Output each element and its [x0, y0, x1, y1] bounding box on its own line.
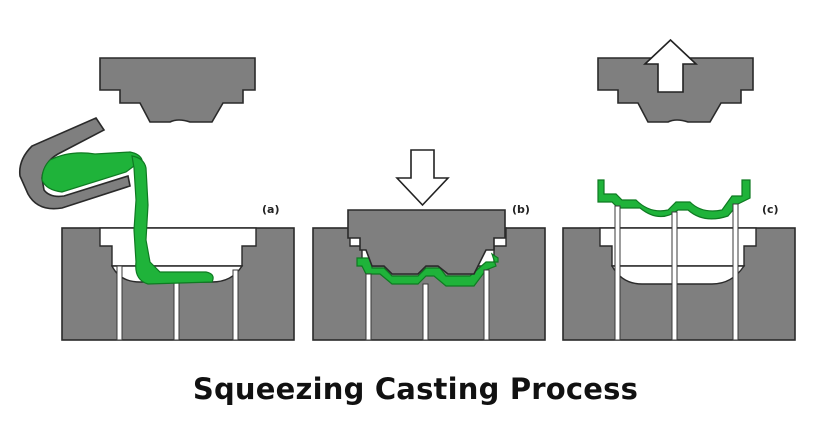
ejected-casting-c — [597, 179, 751, 220]
die-cavity-a — [99, 227, 257, 267]
molten-metal-stream — [131, 155, 214, 285]
step-c-ejection: (c) — [562, 38, 796, 341]
step-label-a: (a) — [262, 203, 279, 216]
ejector-pin — [116, 265, 123, 341]
ejector-pin — [483, 269, 490, 341]
squeezed-casting-b — [356, 252, 499, 287]
diagram-caption: Squeezing Casting Process — [192, 372, 639, 406]
ejector-pin — [614, 205, 621, 341]
ejector-pin — [173, 281, 180, 341]
ejector-pin — [232, 269, 239, 341]
arrow-up-icon — [642, 38, 699, 93]
cavity-bottom-c — [610, 265, 746, 285]
ejector-pin — [365, 273, 372, 341]
ejector-pin — [732, 203, 739, 341]
step-b-squeezing: (b) — [312, 149, 546, 341]
ejector-pin — [671, 211, 678, 341]
upper-die-b — [347, 209, 506, 275]
step-label-c: (c) — [762, 203, 779, 216]
step-label-b: (b) — [512, 203, 530, 216]
step-a-pouring: (a) — [18, 57, 295, 341]
ejector-pin — [422, 283, 429, 341]
upper-die-a — [99, 57, 256, 123]
arrow-down-icon — [395, 149, 450, 207]
